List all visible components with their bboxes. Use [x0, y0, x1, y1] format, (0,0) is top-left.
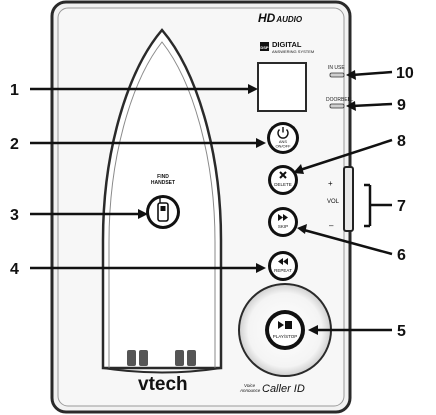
vol-plus-label: +	[328, 179, 333, 188]
skip-button[interactable]: SKIP	[268, 207, 298, 237]
ans-label: ANS	[279, 139, 288, 144]
voice-label: Voice	[244, 383, 256, 388]
on-off-label: ON/OFF	[275, 144, 291, 149]
callout-7: 7	[397, 198, 406, 215]
charging-contacts	[127, 350, 196, 366]
fast-forward-icon	[278, 214, 288, 221]
message-display	[257, 62, 307, 112]
callout-5: 5	[397, 323, 406, 340]
delete-label: DELETE	[274, 182, 292, 187]
announce-label: Announce	[239, 388, 261, 393]
play-stop-icon	[278, 321, 292, 329]
caller-id-label: Caller ID	[262, 383, 305, 395]
callout-6: 6	[397, 247, 406, 264]
in-use-label: IN USE	[328, 65, 345, 71]
play-stop-label: PLAY/STOP	[273, 334, 298, 339]
callout-4: 4	[10, 261, 19, 278]
callout-3: 3	[10, 207, 19, 224]
audio-text: AUDIO	[275, 15, 303, 24]
in-use-light	[329, 72, 345, 78]
repeat-label: REPEAT	[274, 268, 292, 273]
dsp-badge: DSP	[260, 45, 269, 50]
doorbell-label: DOORBELL	[326, 97, 353, 103]
rewind-icon	[278, 258, 288, 265]
callout-8: 8	[397, 133, 406, 150]
repeat-button[interactable]: REPEAT	[268, 251, 298, 281]
answering-system-label: ANSWERING SYSTEM	[272, 49, 314, 54]
play-stop-button[interactable]: PLAY/STOP	[265, 310, 305, 350]
callout-1: 1	[10, 82, 19, 99]
doorbell-light	[329, 103, 345, 109]
callout-2: 2	[10, 136, 19, 153]
skip-label: SKIP	[278, 224, 288, 229]
vtech-logo: vtech	[138, 374, 188, 395]
handset-label: HANDSET	[151, 180, 175, 186]
dsp-badge-box	[260, 42, 269, 51]
power-icon	[277, 129, 289, 139]
callout-leaders	[30, 70, 393, 335]
vol-minus-label: –	[329, 221, 334, 230]
find-handset-button[interactable]	[146, 195, 180, 229]
callout-10: 10	[396, 65, 414, 82]
vol-label: VOL	[327, 199, 340, 205]
digital-label: DIGITAL	[272, 40, 302, 49]
volume-rocker[interactable]	[343, 166, 354, 232]
ans-on-off-button[interactable]: ANS ON/OFF	[267, 122, 299, 154]
callout-numbers: 1 2 3 4 5 6 7 8 9 10	[10, 65, 414, 340]
callout-9: 9	[397, 97, 406, 114]
hd-text: HD	[258, 11, 276, 25]
x-icon	[279, 171, 287, 179]
hd-audio-logo: HDAUDIO	[258, 11, 303, 25]
find-label: FIND	[157, 174, 169, 180]
handset-icon	[157, 198, 169, 222]
delete-button[interactable]: DELETE	[268, 165, 298, 195]
